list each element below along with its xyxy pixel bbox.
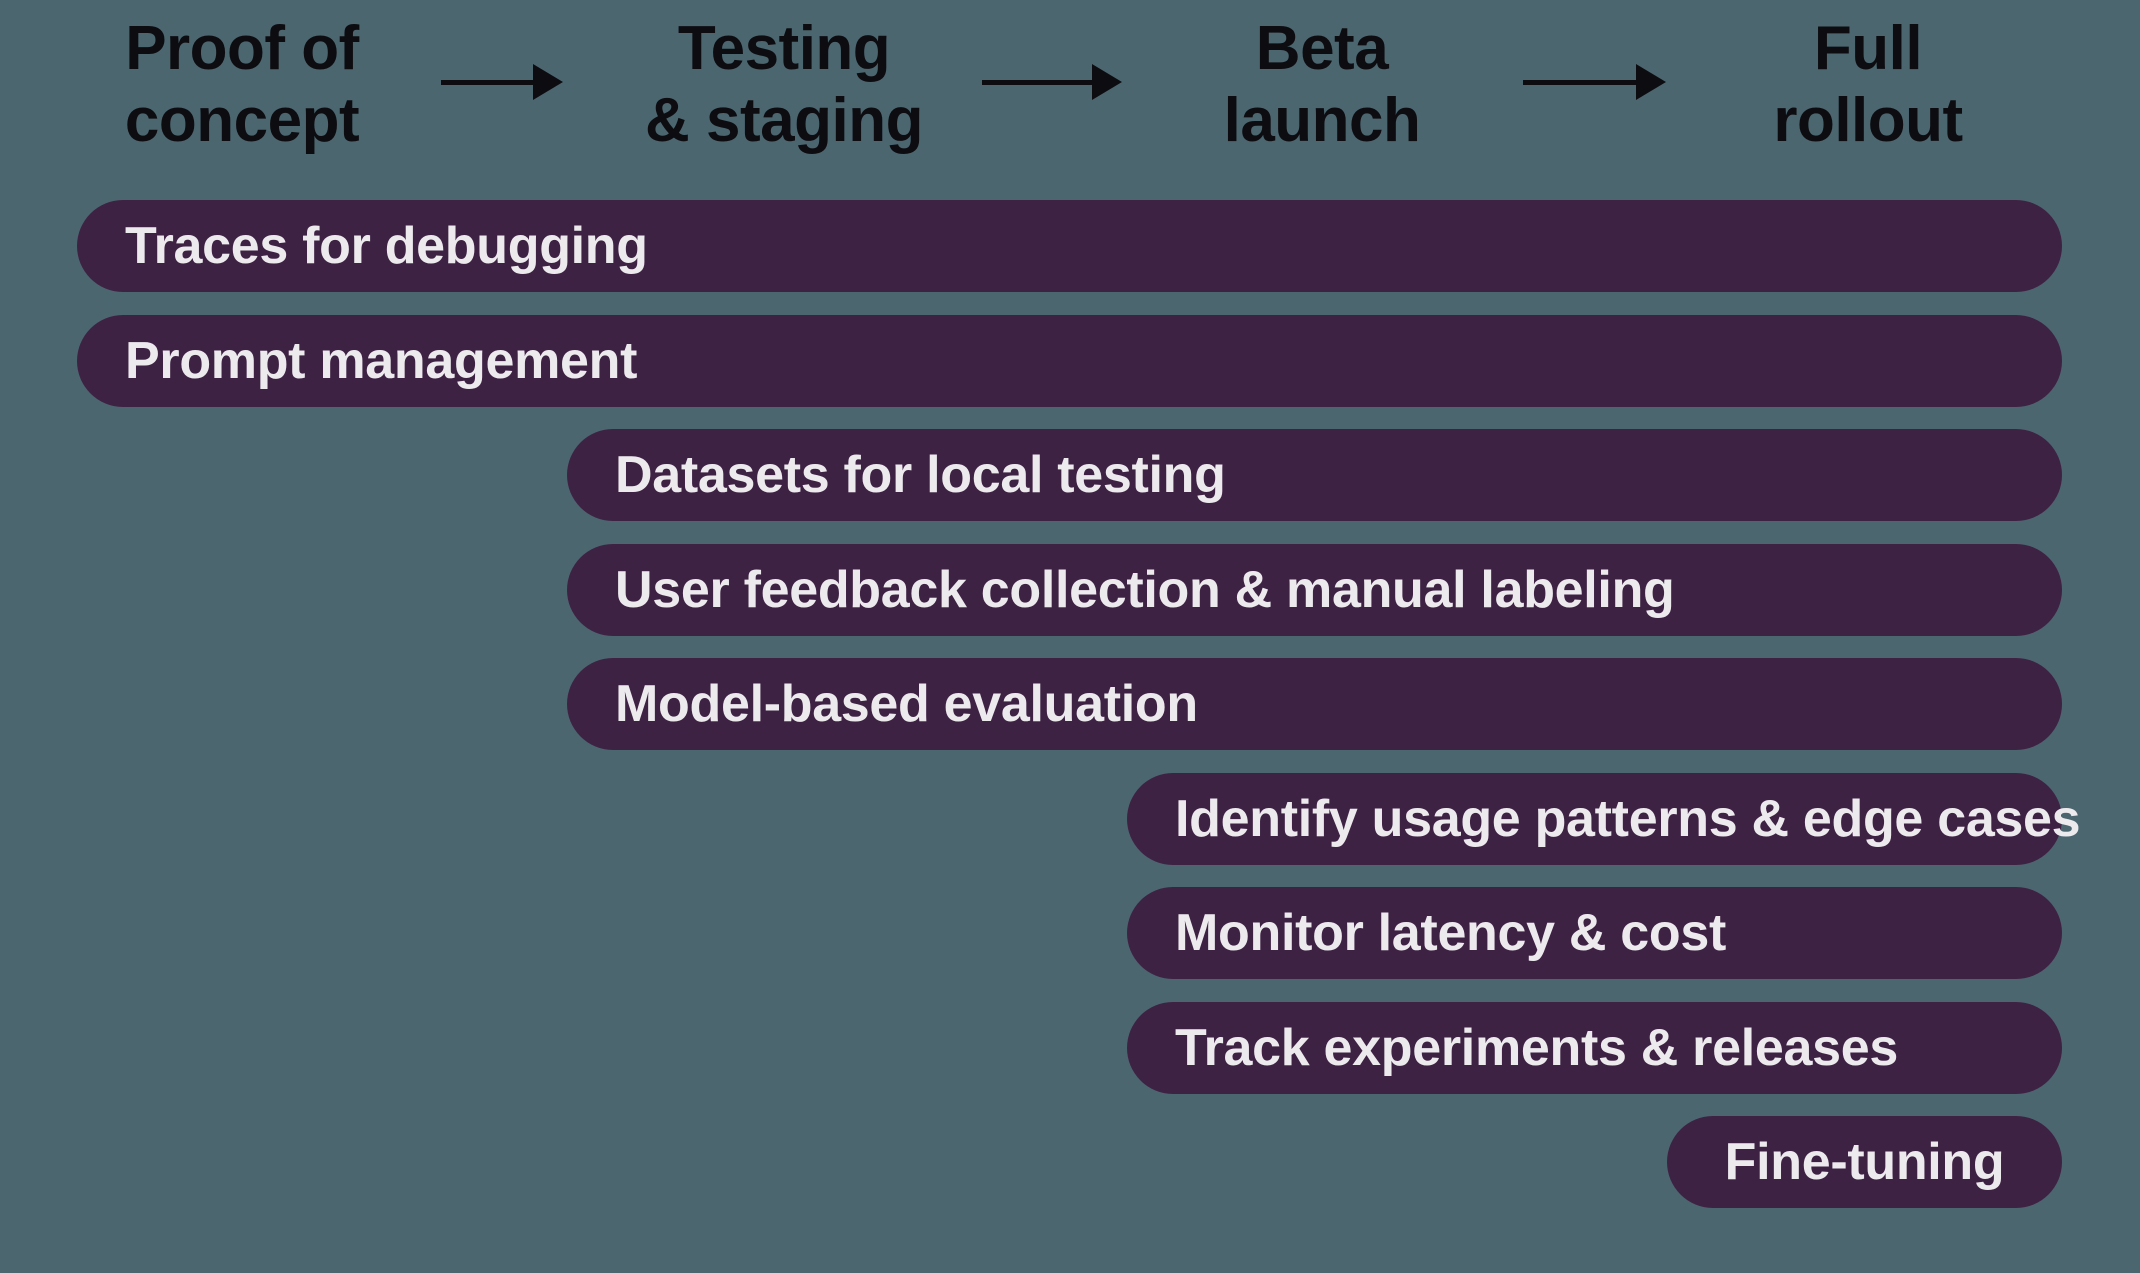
timeline-bar-label: Datasets for local testing <box>615 446 1226 504</box>
phase-label-4: Full rollout <box>1773 13 1963 157</box>
phase-label-line2: launch <box>1223 86 1421 155</box>
phase-label-line1: Full <box>1813 14 1923 83</box>
timeline-bar: Model-based evaluation <box>567 658 2062 750</box>
phase-label-line1: Beta <box>1255 14 1389 83</box>
timeline-bar-label: Monitor latency & cost <box>1175 904 1727 962</box>
timeline-bar: User feedback collection & manual labeli… <box>567 544 2062 636</box>
arrow-shaft <box>982 79 1098 85</box>
phase-label-line1: Testing <box>677 14 891 83</box>
arrow-head <box>1092 64 1122 100</box>
phase-label-line2: concept <box>124 86 360 155</box>
timeline-bar-label: Fine-tuning <box>1724 1133 2005 1191</box>
arrow-head <box>533 64 563 100</box>
phase-label-line2: rollout <box>1773 86 1963 155</box>
timeline-bar: Datasets for local testing <box>567 429 2062 521</box>
timeline-bar: Track experiments & releases <box>1127 1002 2062 1094</box>
arrow-shaft <box>1523 79 1642 85</box>
timeline-bar-label: Prompt management <box>125 332 638 390</box>
timeline-bar-label: Track experiments & releases <box>1175 1019 1898 1077</box>
timeline-bar: Prompt management <box>77 315 2062 407</box>
arrow-right-icon-1 <box>441 62 563 102</box>
timeline-bar: Traces for debugging <box>77 200 2062 292</box>
timeline-bar-label: Traces for debugging <box>125 217 648 275</box>
timeline-bar: Fine-tuning <box>1667 1116 2062 1208</box>
arrow-head <box>1636 64 1666 100</box>
phase-label-line2: & staging <box>645 86 923 155</box>
timeline-bar: Identify usage patterns & edge cases <box>1127 773 2081 865</box>
phase-label-2: Testing & staging <box>645 13 923 157</box>
phase-label-line1: Proof of <box>125 14 359 83</box>
timeline-bar-label: User feedback collection & manual labeli… <box>615 561 1675 619</box>
arrow-shaft <box>441 79 539 85</box>
timeline-bar-label: Identify usage patterns & edge cases <box>1175 790 2081 848</box>
arrow-right-icon-3 <box>1523 62 1666 102</box>
arrow-right-icon-2 <box>982 62 1122 102</box>
phase-label-3: Beta launch <box>1224 13 1421 157</box>
timeline-bar: Monitor latency & cost <box>1127 887 2062 979</box>
phase-label-1: Proof of concept <box>124 13 360 157</box>
timeline-bar-label: Model-based evaluation <box>615 675 1198 733</box>
